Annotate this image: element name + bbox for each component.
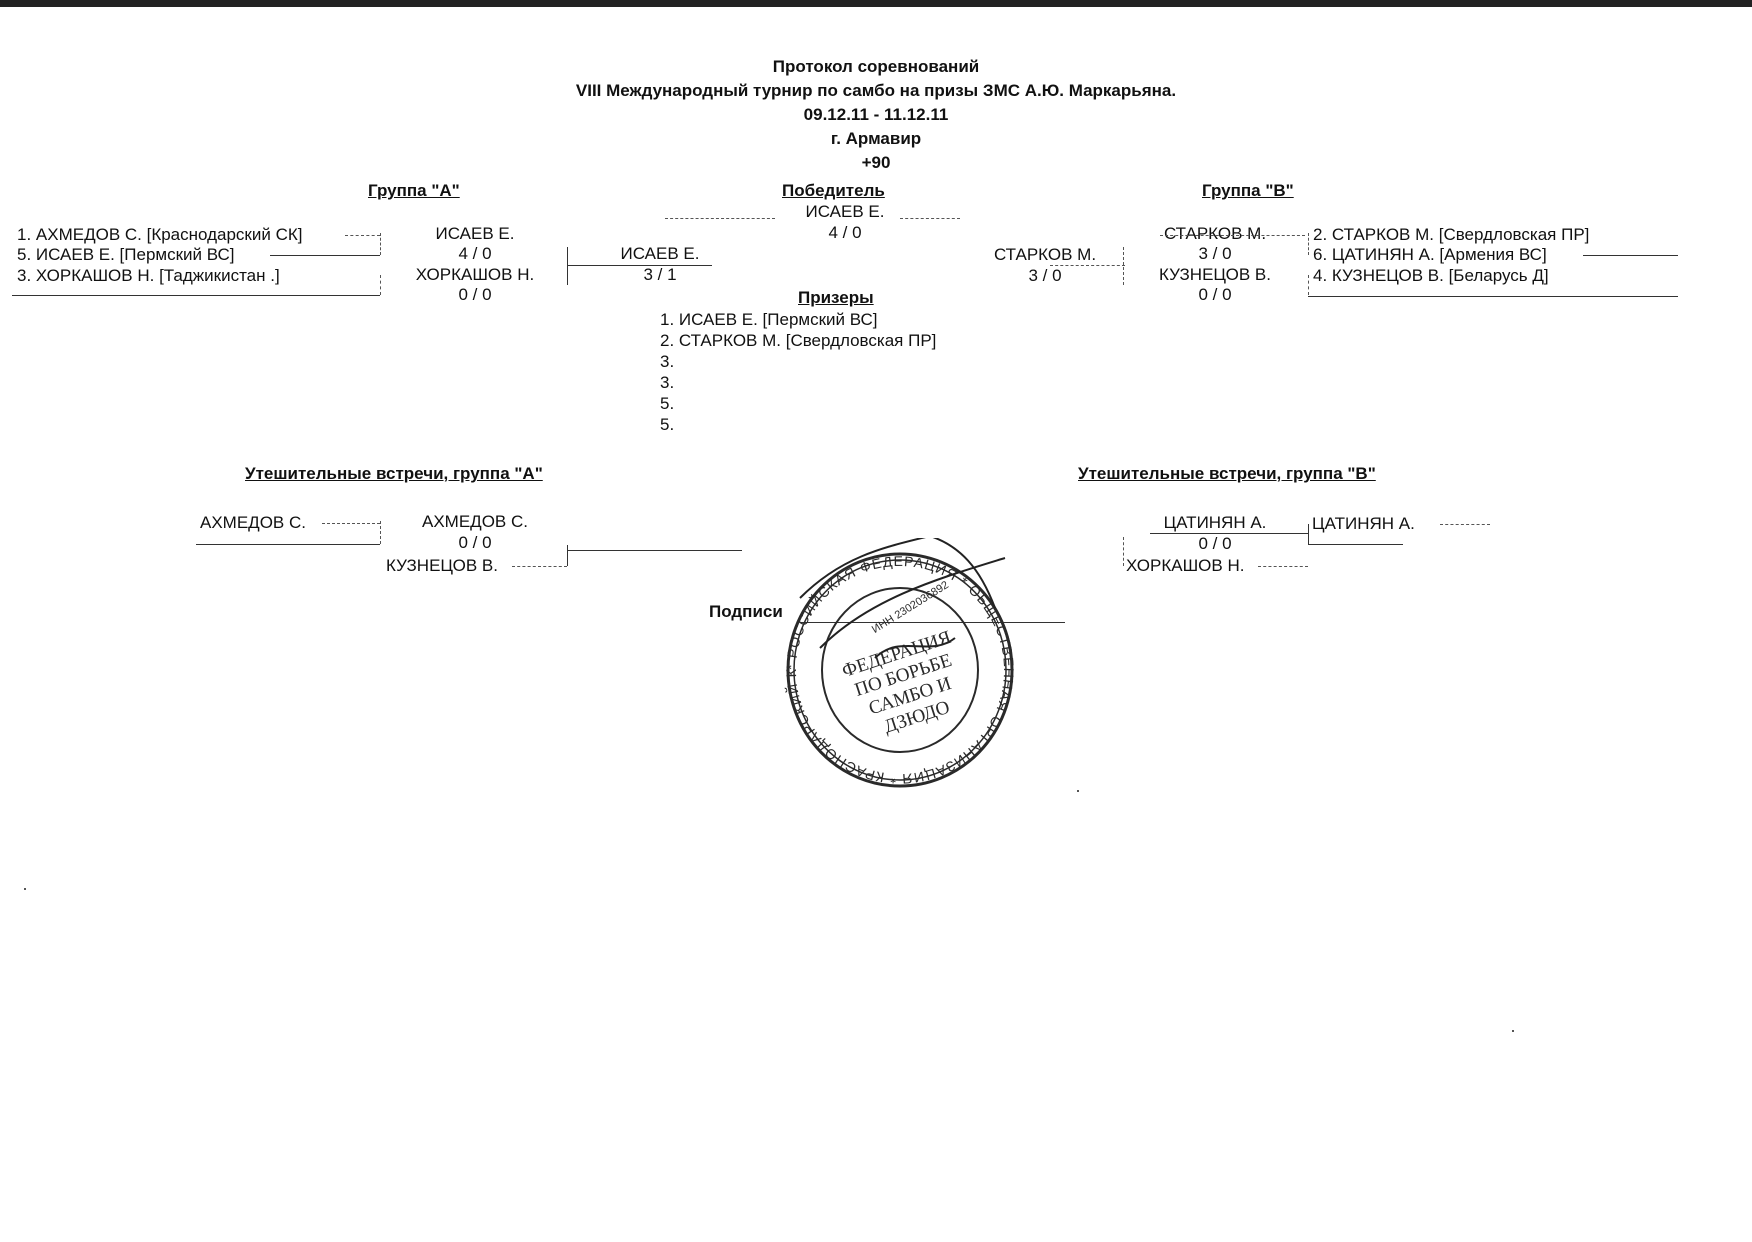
winner-score: 4 / 0 — [828, 223, 862, 242]
protocol-title: Протокол соревнований — [772, 57, 980, 76]
consolation-a-opponent: КУЗНЕЦОВ В. — [386, 556, 498, 575]
group-b-match2-score: 0 / 0 — [1198, 285, 1232, 304]
consolation-b-score: 0 / 0 — [1198, 534, 1232, 553]
group-b-match1-score: 3 / 0 — [1198, 244, 1232, 263]
signature-scribble — [799, 538, 1006, 659]
stamp-inn: ИНН 2302036892 — [870, 579, 951, 636]
consolation-b-winner: ЦАТИНЯН А. — [1312, 514, 1415, 533]
consolation-b-left: ЦАТИНЯН А. — [1163, 513, 1267, 532]
tournament-title: VIII Международный турнир по самбо на пр… — [575, 81, 1177, 100]
stamp-outer-ring — [786, 552, 1014, 788]
stamp-center-text: ФЕДЕРАЦИЯ ПО БОРЬБЕ САМБО И ДЗЮДО — [839, 627, 954, 738]
group-a-entrant: 5. ИСАЕВ Е. [Пермский ВС] — [17, 245, 235, 264]
group-a-entrant: 1. АХМЕДОВ С. [Краснодарский СК] — [17, 225, 303, 244]
group-a-entrant: 3. ХОРКАШОВ Н. [Таджикистан .] — [17, 266, 280, 285]
group-b-entrant: 2. СТАРКОВ М. [Свердловская ПР] — [1313, 225, 1590, 244]
consolation-a-score: 0 / 0 — [458, 533, 492, 552]
scan-speck — [1512, 1030, 1514, 1032]
group-a-title: Группа "А" — [368, 181, 460, 200]
stamp-outer-ring-inner — [793, 559, 1007, 781]
scan-speck — [24, 888, 26, 890]
prize-place: 5. — [660, 394, 675, 413]
consolation-a-winner: АХМЕДОВ С. — [422, 512, 528, 531]
group-b-match2-winner: КУЗНЕЦОВ В. — [1159, 265, 1271, 284]
group-b-final-score: 3 / 0 — [1028, 266, 1062, 285]
scan-top-edge — [0, 0, 1752, 7]
group-a-match2-winner: ХОРКАШОВ Н. — [415, 265, 535, 284]
winner-title: Победитель — [782, 181, 885, 200]
prizes-title: Призеры — [798, 288, 874, 307]
tournament-dates: 09.12.11 - 11.12.11 — [803, 105, 949, 124]
signature-label: Подписи — [709, 602, 783, 621]
group-b-final-winner: СТАРКОВ М. — [993, 245, 1097, 264]
consolation-b-opponent: ХОРКАШОВ Н. — [1126, 556, 1245, 575]
group-b-entrant: 6. ЦАТИНЯН А. [Армения ВС] — [1313, 245, 1547, 264]
group-a-final-winner: ИСАЕВ Е. — [620, 244, 700, 263]
prize-place: 1. ИСАЕВ Е. [Пермский ВС] — [660, 310, 878, 329]
group-b-title: Группа "В" — [1202, 181, 1294, 200]
group-a-final-score: 3 / 1 — [643, 265, 677, 284]
group-b-match1-winner: СТАРКОВ М. — [1163, 224, 1267, 243]
federation-stamp: * РОССИЙСКАЯ ФЕДЕРАЦИЯ * ОБЩЕСТВЕННАЯ ОР… — [780, 538, 1016, 788]
winner-name: ИСАЕВ Е. — [805, 202, 885, 221]
consolation-a-title: Утешительные встречи, группа "А" — [245, 464, 543, 483]
prize-place: 5. — [660, 415, 675, 434]
stamp-inner-ring — [821, 587, 979, 753]
consolation-b-title: Утешительные встречи, группа "В" — [1078, 464, 1376, 483]
tournament-city: г. Армавир — [830, 129, 922, 148]
consolation-a-left: АХМЕДОВ С. — [200, 513, 306, 532]
signature-line — [800, 622, 1065, 623]
group-a-match2-score: 0 / 0 — [458, 285, 492, 304]
scan-speck — [1077, 790, 1079, 792]
prize-place: 3. — [660, 373, 675, 392]
group-b-entrant: 4. КУЗНЕЦОВ В. [Беларусь Д] — [1313, 266, 1549, 285]
weight-category: +90 — [861, 153, 891, 172]
prize-place: 2. СТАРКОВ М. [Свердловская ПР] — [660, 331, 937, 350]
group-a-match1-winner: ИСАЕВ Е. — [435, 224, 515, 243]
prize-place: 3. — [660, 352, 675, 371]
group-a-match1-score: 4 / 0 — [458, 244, 492, 263]
